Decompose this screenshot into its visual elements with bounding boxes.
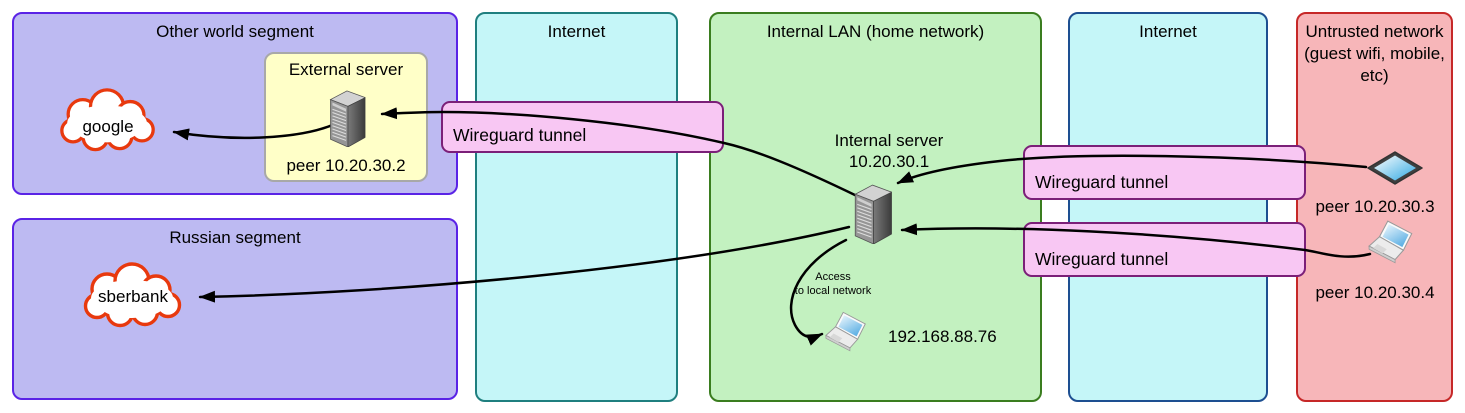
local-access-note-line2: to local network [794, 285, 872, 298]
google-cloud-label: google [82, 117, 134, 136]
segment-internet-left-title: Internet [547, 22, 606, 41]
wireguard-tunnel-right-bottom-label: Wireguard tunnel [1035, 249, 1169, 269]
segment-untrusted: Untrusted network (guest wifi, mobile, e… [1296, 12, 1453, 402]
segment-internet-right-title: Internet [1139, 22, 1197, 41]
internal-server-ip: 10.20.30.1 [848, 152, 930, 171]
segment-other-world-title: Other world segment [156, 22, 314, 41]
segment-internet-left: Internet [475, 12, 678, 402]
wireguard-tunnel-right-bottom: Wireguard tunnel [1023, 222, 1306, 277]
laptop-icon [824, 311, 872, 356]
segment-internet-right: Internet [1068, 12, 1268, 402]
wireguard-tunnel-left-label: Wireguard tunnel [453, 125, 587, 145]
laptop-icon [1367, 220, 1419, 268]
wireguard-tunnel-right-top: Wireguard tunnel [1023, 145, 1306, 200]
mobile-device-icon [1366, 150, 1424, 186]
peer-mobile-label: peer 10.20.30.3 [1315, 197, 1435, 216]
local-access-note: Access to local network [770, 270, 896, 299]
wireguard-tunnel-right-top-label: Wireguard tunnel [1035, 172, 1169, 192]
segment-internal-lan-title: Internal LAN (home network) [766, 22, 985, 41]
server-icon [851, 181, 892, 244]
peer-laptop-label: peer 10.20.30.4 [1315, 283, 1435, 302]
sberbank-cloud-label: sberbank [98, 287, 168, 306]
local-access-note-line1: Access [815, 271, 851, 283]
segment-russian-title: Russian segment [169, 228, 301, 247]
external-server-title: External server [288, 60, 404, 79]
internal-server-title: Internal server [834, 131, 944, 150]
server-icon [325, 87, 367, 147]
local-laptop-ip: 192.168.88.76 [888, 327, 997, 346]
external-server-peer-label: peer 10.20.30.2 [286, 156, 406, 175]
wireguard-tunnel-left: Wireguard tunnel [441, 101, 724, 153]
segment-untrusted-title: Untrusted network (guest wifi, mobile, e… [1304, 22, 1445, 85]
